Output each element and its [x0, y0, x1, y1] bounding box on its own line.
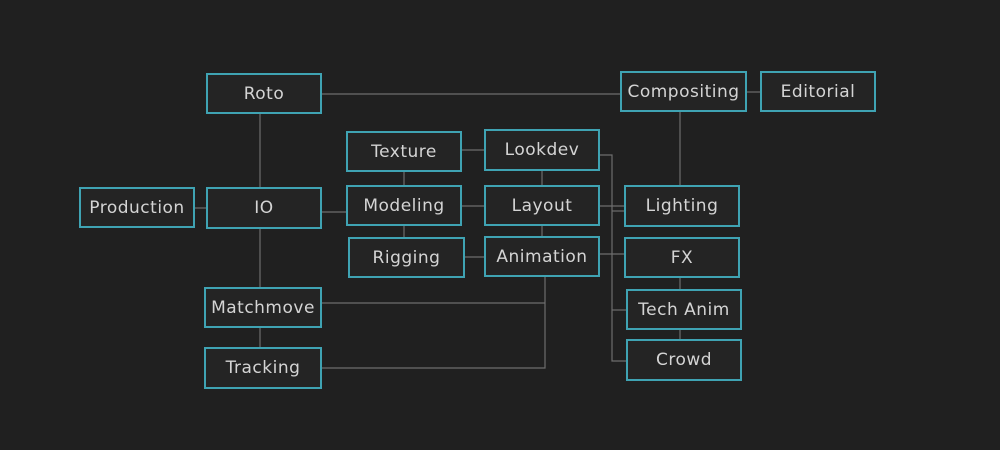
node-modeling: Modeling	[346, 185, 462, 226]
node-rigging: Rigging	[348, 237, 465, 278]
node-animation: Animation	[484, 236, 600, 277]
node-fx: FX	[624, 237, 740, 278]
node-editorial: Editorial	[760, 71, 876, 112]
node-layout: Layout	[484, 185, 600, 226]
node-production: Production	[79, 187, 195, 228]
node-tech-anim: Tech Anim	[626, 289, 742, 330]
node-io: IO	[206, 187, 322, 229]
node-compositing: Compositing	[620, 71, 747, 112]
edge-animation-tracking	[322, 277, 546, 369]
edge-lookdev-crowd	[600, 154, 627, 362]
node-tracking: Tracking	[204, 347, 322, 389]
node-lookdev: Lookdev	[484, 129, 600, 171]
node-texture: Texture	[346, 131, 462, 172]
node-crowd: Crowd	[626, 339, 742, 381]
node-matchmove: Matchmove	[204, 287, 322, 328]
node-lighting: Lighting	[624, 185, 740, 227]
node-roto: Roto	[206, 73, 322, 114]
